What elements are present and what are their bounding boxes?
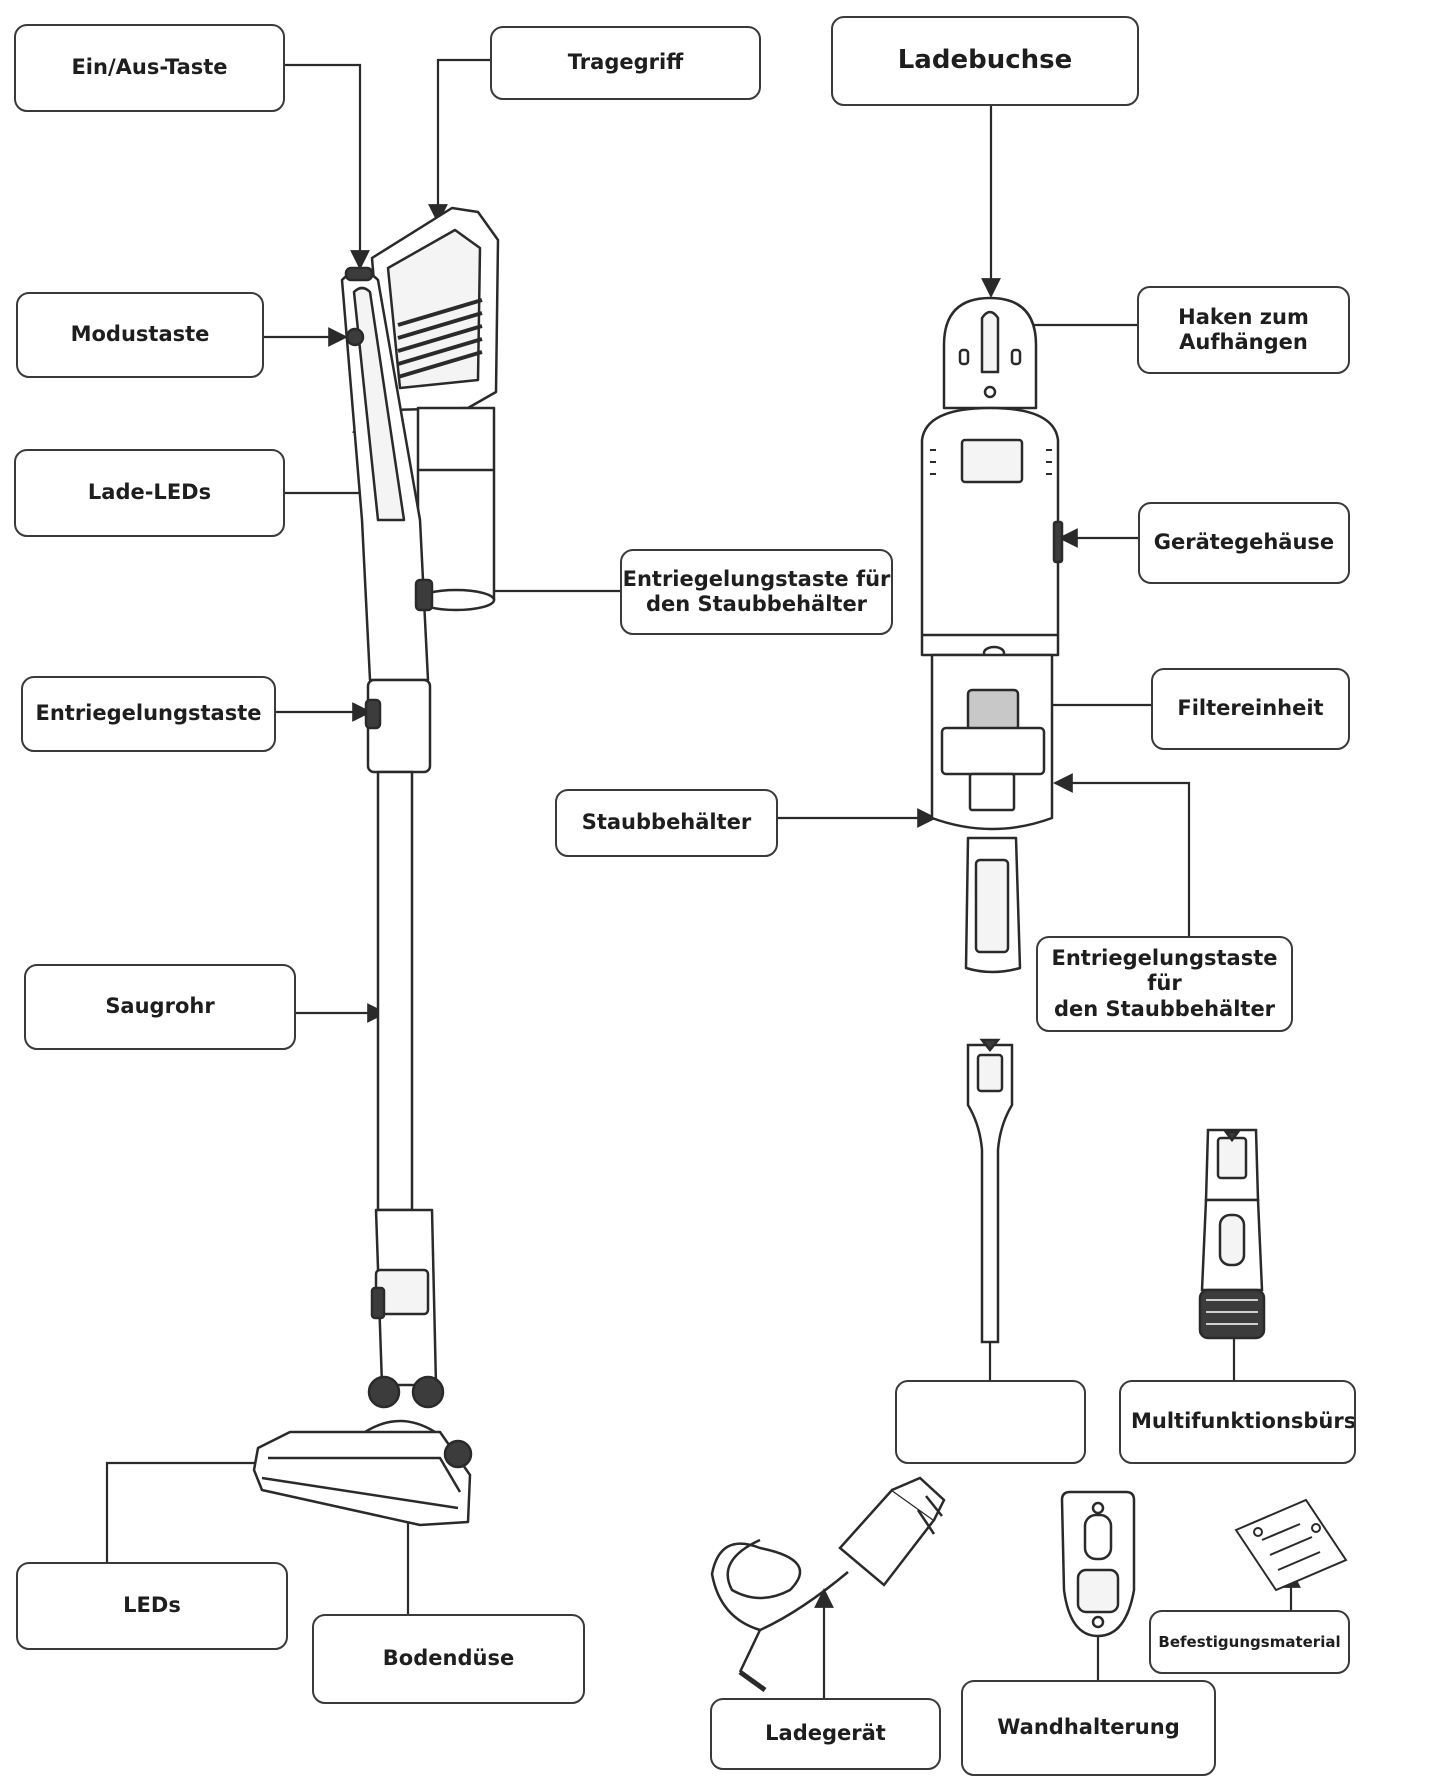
label-carry-handle: Tragegriff: [490, 26, 761, 100]
label-mode-button: Modustaste: [16, 292, 264, 378]
leader-carry-handle: [428, 58, 490, 224]
crevice-tool-illustration: [966, 1038, 1014, 1344]
motor-vent-fins: [397, 298, 483, 379]
stick-vacuum-illustration: [252, 206, 500, 1527]
label-device-housing: Gerätegehäuse: [1138, 502, 1350, 584]
label-charging-leds: Lade-LEDs: [14, 449, 285, 537]
label-hanging-hook: Haken zum Aufhängen: [1137, 286, 1350, 374]
leader-leds: [105, 1453, 322, 1562]
leader-power-button: [285, 63, 370, 270]
device-housing-shape: [920, 406, 1060, 657]
label-fixing-material: Befestigungsmaterial: [1149, 1610, 1350, 1674]
multi-brush-illustration: [1198, 1128, 1266, 1340]
fixing-material-illustration: [1234, 1498, 1348, 1592]
label-crevice-tool: [895, 1380, 1086, 1464]
leader-charging-leds: [285, 413, 372, 495]
label-power-button: Ein/Aus-Taste: [14, 24, 285, 112]
leader-dust-release-2: [1053, 773, 1191, 936]
power-button-shape: [344, 266, 374, 282]
label-dust-container: Staubbehälter: [555, 789, 778, 857]
label-charging-socket: Ladebuchse: [831, 16, 1139, 106]
label-dust-release-2: Entriegelungstaste für den Staubbehälter: [1036, 936, 1293, 1032]
floor-nozzle-shape: [252, 1430, 472, 1527]
label-charger: Ladegerät: [710, 1698, 941, 1770]
label-multi-brush: MultifunktionsbürsteFugendüse: [1119, 1380, 1356, 1464]
label-filter-unit: Filtereinheit: [1151, 668, 1350, 750]
label-release-button: Entriegelungstaste: [21, 676, 276, 752]
suction-tube-shape: [376, 770, 414, 1212]
label-wall-mount: Wandhalterung: [961, 1680, 1216, 1776]
wall-mount-illustration: [1060, 1490, 1136, 1638]
charger-illustration: [710, 1476, 946, 1693]
label-suction-tube: Saugrohr: [24, 964, 296, 1050]
handheld-unit-illustration: [920, 296, 1064, 974]
label-leds: LEDs: [16, 1562, 288, 1650]
label-dust-release-1: Entriegelungstaste für den Staubbehälter: [620, 549, 893, 635]
dust-container-shape: [416, 406, 496, 611]
filter-mesh-shape: [966, 688, 1020, 732]
mode-button-dot: [345, 327, 365, 347]
label-floor-nozzle: Bodendüse: [312, 1614, 585, 1704]
